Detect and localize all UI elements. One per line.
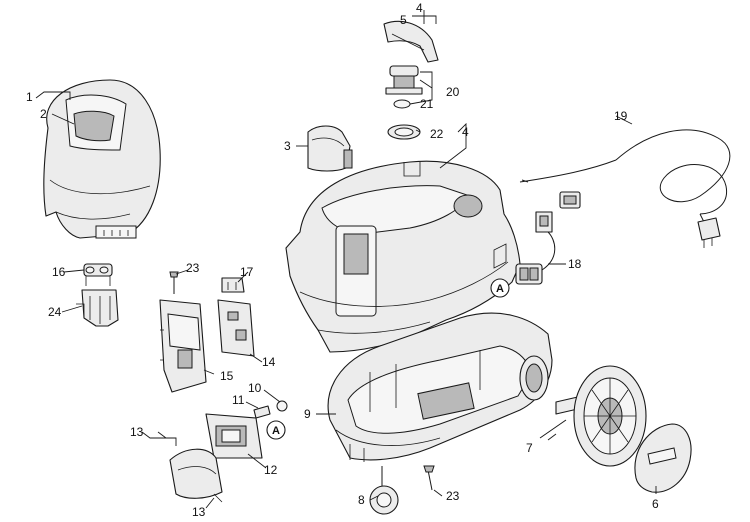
label-part-13-bottom: 13 (192, 505, 206, 519)
label-part-15: 15 (220, 369, 234, 383)
connector-block-part-18 (515, 211, 556, 285)
label-part-1: 1 (26, 90, 33, 104)
label-part-2: 2 (40, 107, 47, 121)
label-part-4-side: 4 (462, 125, 469, 139)
switch-housing-part-12 (205, 413, 263, 459)
castor-wheel-part-8 (369, 466, 399, 515)
cover-flap-part-13 (169, 448, 223, 503)
label-part-5: 5 (400, 13, 407, 27)
leader-lines (35, 10, 657, 509)
circuit-board-part-14 (217, 299, 255, 357)
label-part-16: 16 (52, 265, 66, 279)
svg-text:A: A (272, 425, 280, 437)
label-part-6: 6 (652, 497, 659, 511)
clip-bracket-part-24 (76, 289, 119, 327)
label-part-7: 7 (526, 441, 533, 455)
handle-top-part-5 (383, 20, 439, 63)
label-part-11: 11 (232, 393, 245, 407)
top-shell-cover (43, 79, 161, 239)
label-part-19: 19 (614, 109, 628, 123)
label-part-12: 12 (264, 463, 278, 477)
label-part-17: 17 (240, 265, 254, 279)
pin-parts-10-11 (253, 400, 288, 419)
label-part-13-top: 13 (130, 425, 144, 439)
label-part-22: 22 (430, 127, 444, 141)
part-number-labels: 1 2 3 4 5 4 6 7 8 9 10 11 12 13 13 14 15… (26, 1, 659, 519)
reference-marker-a-upper: A (490, 278, 510, 298)
label-part-8: 8 (358, 493, 365, 507)
label-part-24: 24 (48, 305, 62, 319)
screw-part-23-lower (423, 465, 435, 491)
label-part-4-top: 4 (416, 1, 423, 15)
hubcap-part-6 (634, 423, 692, 493)
reference-marker-a-lower: A (266, 420, 286, 440)
power-cord-part-19 (519, 129, 731, 248)
label-part-3: 3 (284, 139, 291, 153)
label-part-23-lower: 23 (446, 489, 460, 503)
label-part-14: 14 (262, 355, 276, 369)
svg-text:A: A (496, 283, 504, 295)
label-part-20: 20 (446, 85, 460, 99)
label-part-10: 10 (248, 381, 262, 395)
rear-wheel (573, 365, 647, 467)
connector-part-16 (83, 263, 113, 286)
label-part-9: 9 (304, 407, 311, 421)
label-part-21: 21 (420, 97, 434, 111)
screw-part-23-upper (169, 271, 179, 294)
bracket-part-17 (221, 277, 245, 293)
label-part-18: 18 (568, 257, 582, 271)
pump-assembly-part-15 (159, 299, 207, 393)
valve-stack-parts-20-21-22 (385, 65, 423, 140)
base-chassis (327, 312, 553, 462)
label-part-23-upper: 23 (186, 261, 200, 275)
cap-part-3 (307, 125, 353, 172)
